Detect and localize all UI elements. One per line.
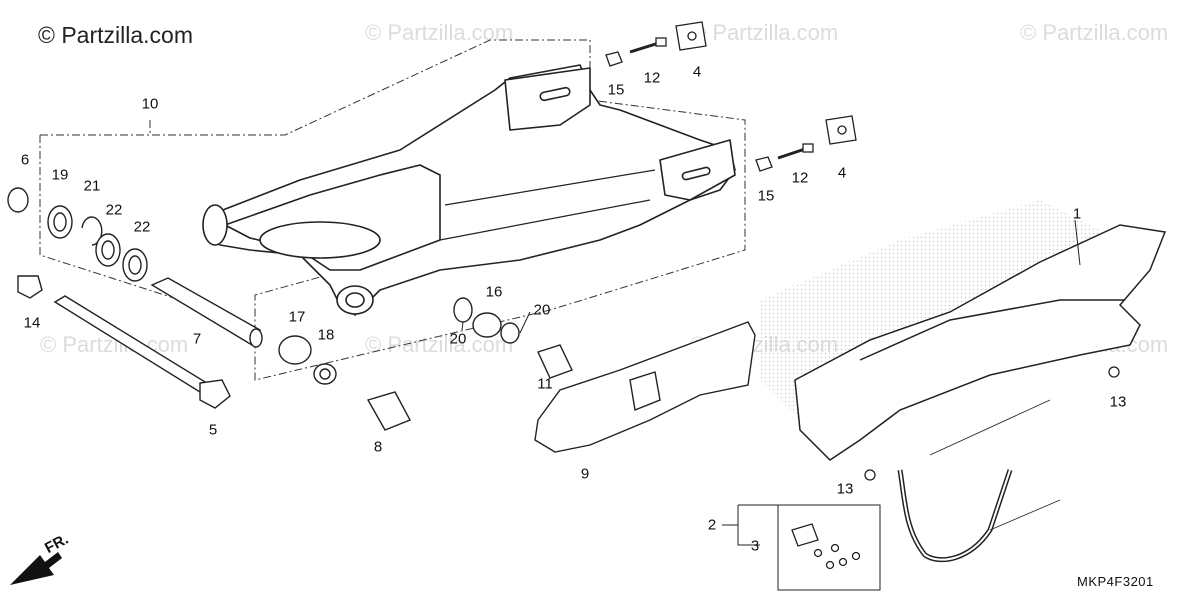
- callout-22[interactable]: 22: [133, 218, 151, 236]
- callout-4[interactable]: 4: [692, 63, 702, 81]
- callout-13[interactable]: 13: [1109, 393, 1127, 411]
- callout-21[interactable]: 21: [83, 177, 101, 195]
- callout-9[interactable]: 9: [580, 465, 590, 483]
- front-direction-arrow: [10, 552, 62, 585]
- watermark-text: © Partzilla.com: [1020, 20, 1169, 45]
- pivot-bolt-5: [53, 295, 212, 393]
- callout-13[interactable]: 13: [836, 480, 854, 498]
- needle-bearing-17: [278, 335, 312, 365]
- callout-5[interactable]: 5: [208, 421, 218, 439]
- callout-18[interactable]: 18: [317, 326, 335, 344]
- callout-6[interactable]: 6: [20, 151, 30, 169]
- callout-4[interactable]: 4: [837, 164, 847, 182]
- callout-11[interactable]: 11: [537, 375, 553, 393]
- callout-15[interactable]: 15: [757, 187, 775, 205]
- drive-chain: [897, 399, 1061, 563]
- dust-seal-20b: [500, 322, 520, 344]
- callout-22[interactable]: 22: [105, 201, 123, 219]
- chain-slider: [534, 321, 756, 453]
- diagram-code: MKP4F3201: [1077, 574, 1154, 589]
- chain-adjusters: [605, 21, 1120, 570]
- callout-15[interactable]: 15: [607, 81, 625, 99]
- callout-12[interactable]: 12: [791, 169, 809, 187]
- brand-logo: © Partzilla.com: [38, 22, 193, 48]
- bushing-6: [7, 187, 29, 213]
- dust-seal-20a: [453, 297, 473, 323]
- callout-8[interactable]: 8: [373, 438, 383, 456]
- assembly-outline-swingarm: [40, 39, 746, 381]
- callout-19[interactable]: 19: [51, 166, 69, 184]
- callout-16[interactable]: 16: [485, 283, 503, 301]
- callout-10[interactable]: 10: [141, 95, 159, 113]
- pivot-parts: [7, 187, 573, 431]
- callout-20[interactable]: 20: [533, 301, 551, 319]
- collar-11: [537, 344, 573, 379]
- callout-3[interactable]: 3: [750, 537, 760, 555]
- bearing-16: [472, 312, 502, 338]
- callout-14[interactable]: 14: [23, 314, 41, 332]
- bushing-8: [366, 391, 411, 431]
- callout-20[interactable]: 20: [449, 330, 467, 348]
- nut-14: [17, 275, 43, 299]
- callout-12[interactable]: 12: [643, 69, 661, 87]
- callout-17[interactable]: 17: [288, 308, 306, 326]
- callout-1[interactable]: 1: [1072, 205, 1082, 223]
- chain-guard: [794, 224, 1167, 461]
- swingarm: [202, 64, 736, 316]
- watermark-text: © Partzilla.com: [690, 20, 839, 45]
- callout-2[interactable]: 2: [707, 516, 717, 534]
- collar-7: [150, 277, 261, 346]
- assembly-outline-left: [39, 135, 181, 301]
- callout-7[interactable]: 7: [192, 330, 202, 348]
